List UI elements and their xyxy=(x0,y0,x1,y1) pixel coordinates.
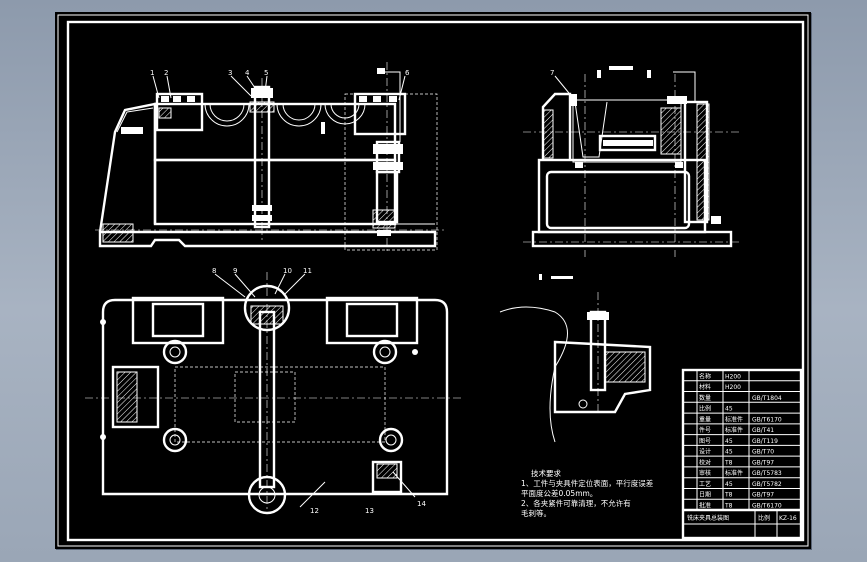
part-label: 13 xyxy=(365,507,374,515)
drawing-name: 铣床夹具总装图 xyxy=(687,514,729,522)
scale-label: 比例 xyxy=(758,514,770,522)
part-label: 6 xyxy=(405,69,410,77)
technical-notes: 技术要求 1、工件与夹具件定位表面，平行度误差 平面度公差0.05mm。 2、各… xyxy=(521,468,654,518)
title-block-cell: GB/T6170 xyxy=(752,503,782,510)
part-label: 11 xyxy=(303,267,312,275)
title-block-cell: H200 xyxy=(725,373,741,380)
title-block-cell: 审核 xyxy=(699,469,711,477)
title-block-cell: GB/T97 xyxy=(752,459,774,466)
title-block-cell: 数量 xyxy=(699,394,711,402)
title-block-cell: T8 xyxy=(724,459,733,466)
title-block-cell: 45 xyxy=(725,481,733,488)
title-block-cell: T8 xyxy=(724,492,733,499)
front-view: 1 2 3 4 5 6 xyxy=(95,62,447,254)
part-label: 3 xyxy=(228,69,232,77)
title-block-cell: 标准件 xyxy=(725,426,743,434)
title-block-cell: GB/T41 xyxy=(752,427,774,434)
part-label: 14 xyxy=(417,500,426,508)
notes-line: 毛刺等。 xyxy=(521,508,551,518)
outer-frame xyxy=(57,14,809,547)
top-view: 8 9 10 11 12 13 14 xyxy=(85,267,461,515)
title-block-cell: 设计 xyxy=(699,448,711,456)
part-label: 5 xyxy=(264,69,268,77)
title-block-cell: GB/T6170 xyxy=(752,416,782,423)
part-label: 1 xyxy=(150,69,154,77)
title-block-cell: T8 xyxy=(724,503,733,510)
title-block-cell: 45 xyxy=(725,406,733,413)
part-label: 8 xyxy=(212,267,216,275)
title-block-cell: 标准件 xyxy=(725,415,743,423)
notes-line: 平面度公差0.05mm。 xyxy=(521,488,597,498)
title-block-cell: GB/T5782 xyxy=(752,481,782,488)
cad-drawing: 1 2 3 4 5 6 7 xyxy=(57,14,809,547)
title-block-cell: GB/T119 xyxy=(752,438,778,445)
title-block-cell: 重量 xyxy=(699,415,711,423)
part-label: 2 xyxy=(164,69,168,77)
title-block-cell: GB/T70 xyxy=(752,449,774,456)
detail-view xyxy=(499,274,652,443)
notes-heading: 技术要求 xyxy=(531,468,561,478)
part-number: KZ-16 xyxy=(779,515,797,522)
drawing-sheet[interactable]: 1 2 3 4 5 6 7 xyxy=(55,12,811,549)
title-block-cell: 名称 xyxy=(699,372,711,380)
title-block-cell: GB/T97 xyxy=(752,492,774,499)
notes-line: 2、各夹紧件可靠清理，不允许有 xyxy=(521,498,631,508)
title-block-cell: 45 xyxy=(725,438,733,445)
notes-line: 1、工件与夹具件定位表面，平行度误差 xyxy=(521,478,654,488)
inner-frame xyxy=(66,20,805,542)
title-block-cell: 日期 xyxy=(699,491,711,499)
part-label: 4 xyxy=(245,69,250,77)
title-block-cell: 批准 xyxy=(699,502,711,510)
title-block-cell: 图号 xyxy=(699,438,711,445)
part-label: 7 xyxy=(550,69,554,77)
title-block-cell: 校对 xyxy=(699,458,711,466)
part-label: 12 xyxy=(310,507,319,515)
part-label: 10 xyxy=(283,267,292,275)
title-block-cell: 件号 xyxy=(699,426,711,434)
title-block-cell: 标准件 xyxy=(725,469,743,477)
part-label: 9 xyxy=(233,267,237,275)
title-block-cell: 材料 xyxy=(699,383,711,391)
title-block-cell: GB/T1804 xyxy=(752,395,782,402)
side-view: 7 xyxy=(523,66,739,257)
title-block-cell: 比例 xyxy=(699,405,711,413)
title-block-cell: 工艺 xyxy=(699,480,711,488)
title-block-cell: H200 xyxy=(725,384,741,391)
title-block-cell: 45 xyxy=(725,449,733,456)
title-block-cell: GB/T5783 xyxy=(752,470,782,477)
